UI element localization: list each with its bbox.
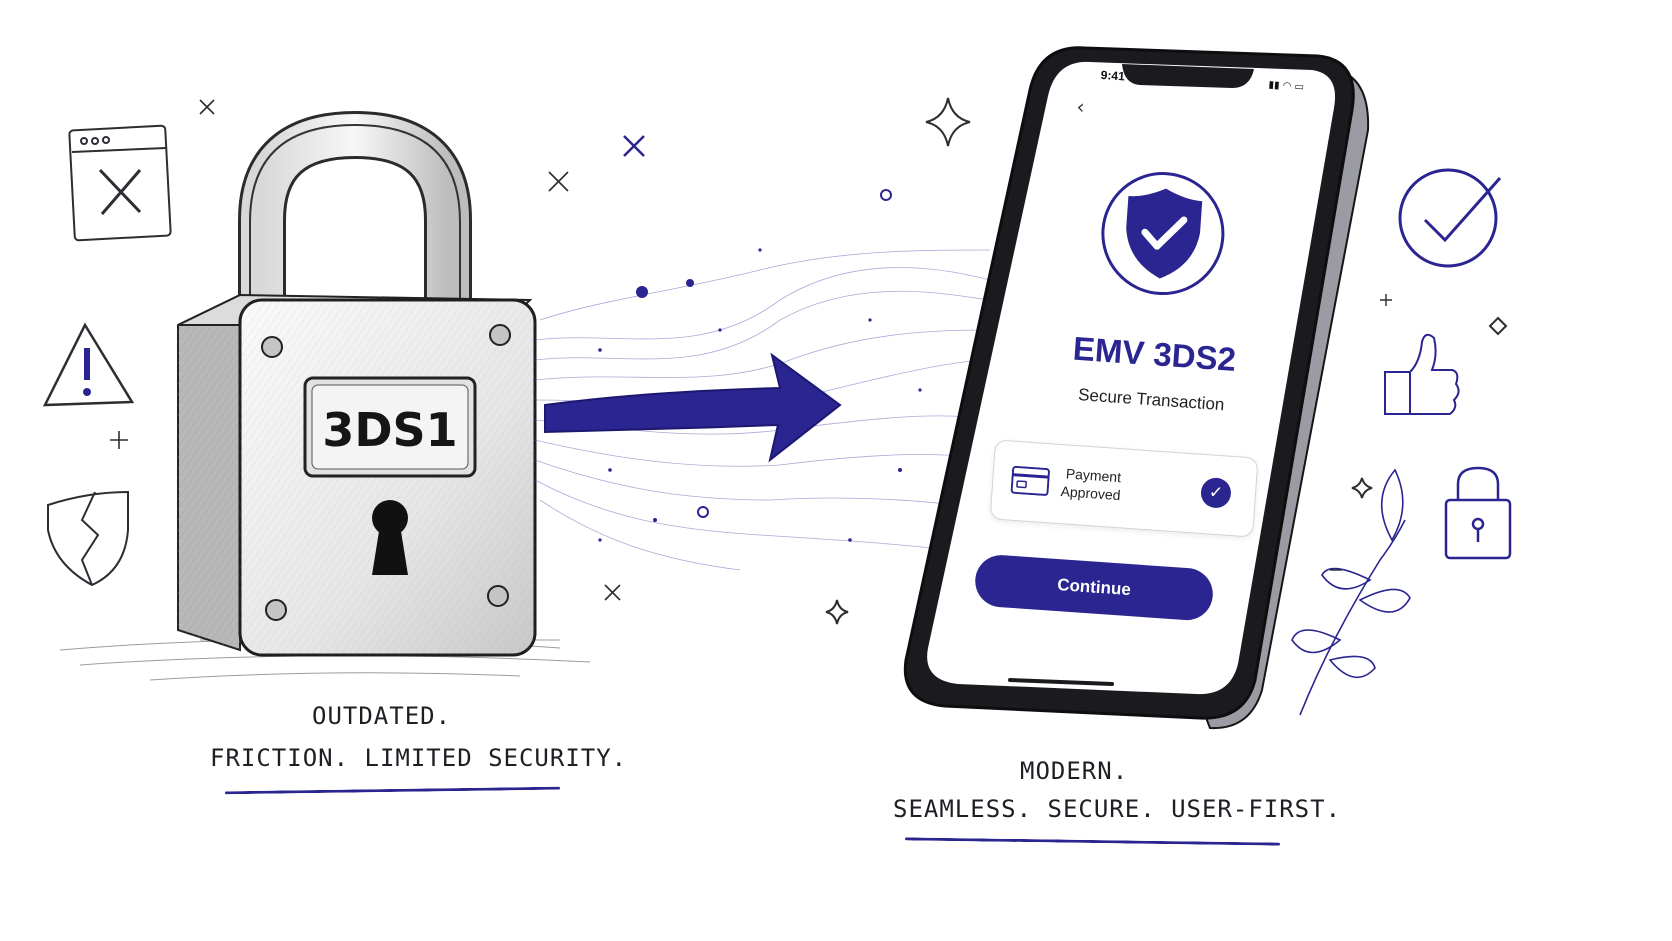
status-icons: ▮▮ ◠ ▭: [1268, 79, 1305, 94]
continue-button[interactable]: Continue: [973, 553, 1215, 622]
leaf-branch-icon: [1291, 468, 1411, 716]
padlock-icon: [1444, 466, 1512, 560]
check-x-accent-icon: [623, 135, 645, 157]
padlock-3ds1-illustration: [177, 110, 537, 657]
broken-shield-icon: [47, 490, 129, 587]
payment-status-card: Payment Approved ✓: [989, 439, 1259, 538]
credit-card-icon: [1010, 465, 1050, 496]
payment-line-1: Payment: [1065, 465, 1122, 486]
status-time: 9:41: [1100, 67, 1126, 84]
left-caption-line-1: OUTDATED.: [312, 702, 452, 730]
decorative-marks-right: [1330, 294, 1392, 571]
left-caption-line-2: FRICTION. LIMITED SECURITY.: [210, 744, 628, 772]
sparkle-icons: [825, 97, 1508, 625]
phone-screen: 9:41 ▮▮ ◠ ▭ ‹ EMV 3DS2 Secure Transactio…: [973, 50, 1321, 699]
screen-subtitle: Secure Transaction: [1077, 385, 1226, 415]
warning-icon: [42, 322, 135, 407]
browser-error-icon: [68, 124, 172, 242]
thumbs-up-icon: [1384, 333, 1460, 415]
approved-check-icon: ✓: [1199, 476, 1232, 509]
shield-check-icon: [1101, 172, 1225, 296]
decorative-crosses-left: [110, 99, 621, 601]
right-caption-line-2: SEAMLESS. SECURE. USER-FIRST.: [893, 795, 1342, 823]
right-caption-line-1: MODERN.: [1020, 757, 1129, 785]
transition-arrow-icon: [544, 352, 842, 463]
back-chevron-icon[interactable]: ‹: [1075, 94, 1086, 119]
lock-label: 3DS1: [322, 403, 457, 457]
scatter-dots: [598, 189, 922, 542]
check-circle-icon: [1398, 168, 1502, 268]
payment-line-2: Approved: [1060, 483, 1122, 504]
screen-title: EMV 3DS2: [1071, 329, 1238, 378]
